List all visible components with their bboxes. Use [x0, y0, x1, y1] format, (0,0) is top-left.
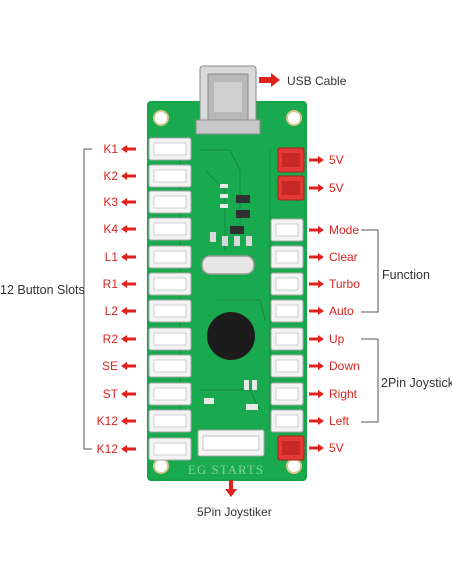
button-connector-5 — [148, 245, 192, 269]
arrow-five-pin — [225, 480, 237, 497]
button-label-6: R1 — [102, 277, 118, 291]
arrow-power-bottom — [309, 444, 324, 452]
button-label-4: K4 — [103, 222, 118, 236]
power-label-top-2: 5V — [329, 181, 344, 195]
button-label-10: ST — [102, 387, 118, 401]
button-slots-group-label: 12 Button Slots — [0, 283, 85, 297]
smd-components — [210, 184, 252, 246]
button-label-1: K1 — [103, 142, 118, 156]
arrow-left-8 — [121, 335, 136, 343]
button-label-11: K12 — [96, 414, 118, 428]
button-label-9: SE — [101, 359, 118, 373]
button-connector-11 — [148, 409, 192, 433]
arrow-joystick-1 — [309, 335, 324, 343]
function-connector-1 — [270, 218, 304, 242]
button-connector-8 — [148, 327, 192, 351]
button-connector-10 — [148, 382, 192, 406]
joystick-label-down: Down — [329, 359, 360, 373]
pointer-arrows — [121, 73, 324, 497]
joystick-label-left: Left — [329, 414, 350, 428]
function-connector-4 — [270, 299, 304, 323]
mounting-holes — [153, 110, 302, 474]
power-connector-bottom — [277, 435, 305, 461]
function-connector-3 — [270, 272, 304, 296]
power-label-bottom: 5V — [329, 441, 344, 455]
arrow-left-10 — [121, 390, 136, 398]
right-connectors — [270, 147, 305, 461]
arrow-function-4 — [309, 307, 324, 315]
crystal-oscillator — [201, 255, 255, 275]
function-connector-2 — [270, 245, 304, 269]
arrow-function-1 — [309, 226, 324, 234]
arrow-joystick-4 — [309, 417, 324, 425]
function-label-mode: Mode — [329, 223, 360, 237]
group-brackets — [83, 148, 379, 450]
function-label-turbo: Turbo — [329, 277, 360, 291]
button-label-3: K3 — [103, 195, 118, 209]
arrow-power-top-1 — [309, 156, 324, 164]
usb-connector — [195, 65, 261, 135]
arrow-function-3 — [309, 280, 324, 288]
arrow-function-2 — [309, 253, 324, 261]
chip-blob — [207, 312, 255, 360]
resistors-bottom — [204, 380, 258, 410]
arrow-left-6 — [121, 280, 136, 288]
arrow-left-1 — [121, 145, 136, 153]
button-label-8: R2 — [102, 332, 118, 346]
joystick-label-up: Up — [329, 332, 345, 346]
arrow-left-2 — [121, 172, 136, 180]
button-connector-12 — [148, 437, 192, 461]
silkscreen-brand: EG STARTS — [188, 462, 264, 477]
arrow-left-9 — [121, 362, 136, 370]
button-label-12: K12 — [96, 442, 118, 456]
arrow-left-11 — [121, 417, 136, 425]
function-label-auto: Auto — [329, 304, 354, 318]
arrow-joystick-3 — [309, 390, 324, 398]
power-label-top-1: 5V — [329, 153, 344, 167]
power-connector-top-2 — [277, 175, 305, 201]
arrow-left-4 — [121, 225, 136, 233]
function-label-clear: Clear — [329, 250, 358, 264]
button-connector-2 — [148, 164, 192, 188]
joystick-connector-3 — [270, 382, 304, 406]
arrow-left-5 — [121, 253, 136, 261]
arrow-joystick-2 — [309, 362, 324, 370]
joystick-connector-1 — [270, 327, 304, 351]
button-label-2: K2 — [103, 169, 118, 183]
left-button-connectors — [148, 137, 192, 461]
button-connector-9 — [148, 354, 192, 378]
arrow-left-12 — [121, 445, 136, 453]
usb-cable-label: USB Cable — [287, 74, 347, 88]
button-connector-1 — [148, 137, 192, 161]
button-connector-4 — [148, 217, 192, 241]
joystick-label-right: Right — [329, 387, 358, 401]
arrow-usb-cable — [259, 73, 280, 87]
button-connector-7 — [148, 299, 192, 323]
button-label-5: L1 — [104, 250, 118, 264]
five-pin-joystick-label: 5Pin Joystiker — [197, 505, 272, 519]
arrow-power-top-2 — [309, 184, 324, 192]
joystick-group-label: 2Pin Joystick — [381, 376, 452, 390]
five-pin-connector — [197, 429, 265, 457]
joystick-connector-2 — [270, 354, 304, 378]
button-connector-6 — [148, 272, 192, 296]
button-label-7: L2 — [104, 304, 118, 318]
function-group-label: Function — [382, 268, 430, 282]
joystick-connector-4 — [270, 409, 304, 433]
arrow-left-7 — [121, 307, 136, 315]
power-connector-top-1 — [277, 147, 305, 173]
arrow-left-3 — [121, 198, 136, 206]
button-connector-3 — [148, 190, 192, 214]
